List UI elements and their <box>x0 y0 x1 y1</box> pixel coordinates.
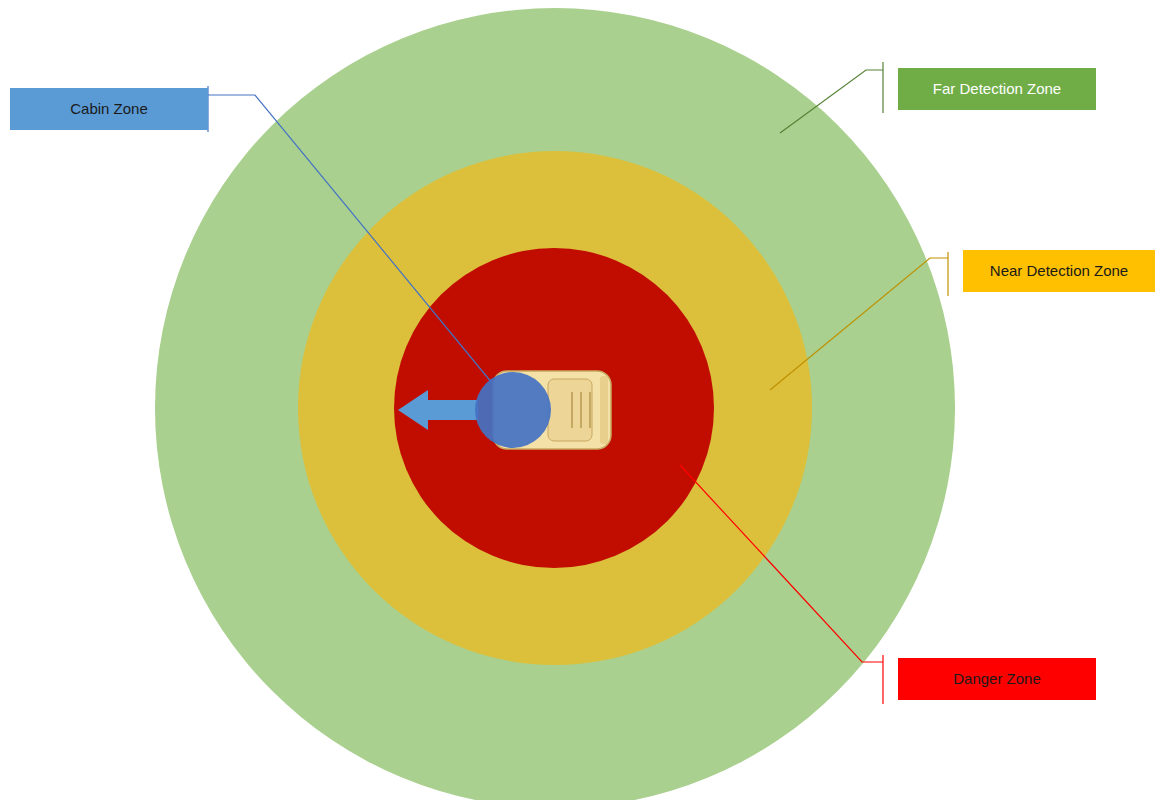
far-zone-circle <box>155 8 955 800</box>
car-line <box>589 392 591 428</box>
direction-arrow <box>398 390 478 430</box>
near-zone-circle <box>298 151 812 665</box>
zone-label-box: Danger Zone <box>898 658 1096 700</box>
leader-line <box>780 70 883 133</box>
cabin-zone-circle <box>475 372 551 448</box>
car-line <box>580 392 582 428</box>
leader-line <box>680 465 883 662</box>
zone-label-box: Cabin Zone <box>10 88 208 130</box>
zone-label: Cabin Zone <box>70 100 148 118</box>
leader-line <box>770 258 948 390</box>
danger-zone-circle <box>394 248 714 568</box>
car-trunk <box>600 376 608 444</box>
zone-label: Danger Zone <box>953 670 1041 688</box>
car-line <box>571 392 573 428</box>
car-roof <box>548 379 592 441</box>
zone-label: Near Detection Zone <box>990 262 1128 280</box>
zone-label: Far Detection Zone <box>933 80 1061 98</box>
leader-line <box>208 95 492 383</box>
zone-label-box: Near Detection Zone <box>963 250 1155 292</box>
zone-label-box: Far Detection Zone <box>898 68 1096 110</box>
